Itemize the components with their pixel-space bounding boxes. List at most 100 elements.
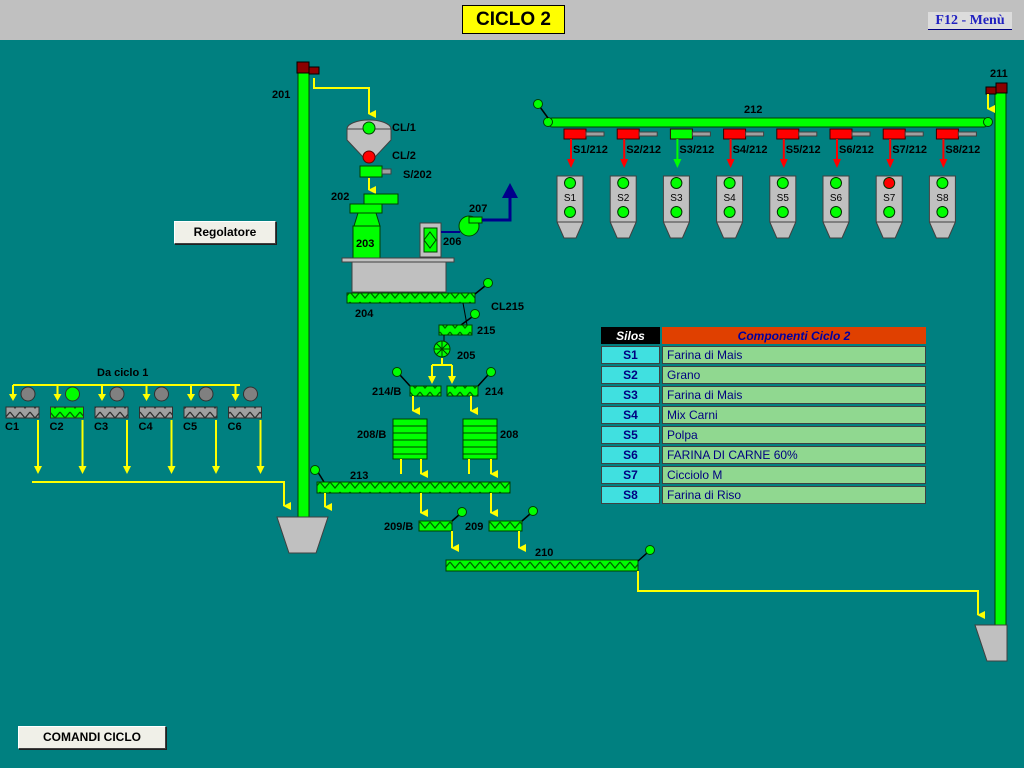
silo-unit-label: S2 bbox=[617, 193, 630, 204]
conveyor-204-motor[interactable] bbox=[483, 278, 493, 288]
regolatore-button[interactable]: Regolatore bbox=[174, 221, 276, 244]
silo-code-cell: S8 bbox=[601, 486, 660, 504]
rotary-valve-205[interactable] bbox=[433, 340, 451, 358]
conveyor-210[interactable] bbox=[445, 559, 639, 572]
conveyor-210-motor[interactable] bbox=[645, 545, 655, 555]
conveyor-212-motor[interactable] bbox=[533, 99, 543, 109]
valve-s202[interactable] bbox=[359, 165, 392, 178]
silo-component-cell: Farina di Mais bbox=[662, 386, 926, 404]
conveyor-214b-motor[interactable] bbox=[392, 367, 402, 377]
diverter-label: S3/212 bbox=[679, 144, 714, 156]
silo-unit-s2[interactable]: S2 bbox=[609, 175, 637, 239]
diverter-s1[interactable]: S1/212 bbox=[563, 128, 608, 168]
conveyor-214b-motor-arm bbox=[399, 374, 411, 387]
label-201: 201 bbox=[272, 89, 290, 101]
silo-unit-s1[interactable]: S1 bbox=[556, 175, 584, 239]
conveyor-204-motor-arm bbox=[474, 285, 486, 295]
silo-unit-s3[interactable]: S3 bbox=[662, 175, 690, 239]
silo-unit-label: S6 bbox=[830, 193, 843, 204]
label-205: 205 bbox=[457, 350, 475, 362]
ciclo1-bin-c5[interactable]: C5 bbox=[183, 385, 220, 474]
ciclo1-bin-c1[interactable]: C1 bbox=[5, 385, 42, 474]
diverter-s6[interactable]: S6/212 bbox=[829, 128, 874, 168]
flow-208b-213 bbox=[400, 459, 421, 474]
ciclo1-bin-c6[interactable]: C6 bbox=[228, 385, 265, 474]
silo-unit-s8[interactable]: S8 bbox=[928, 175, 956, 239]
label-211: 211 bbox=[990, 68, 1008, 80]
arrow-icon bbox=[428, 376, 436, 384]
label-203: 203 bbox=[356, 238, 374, 250]
bin-208[interactable] bbox=[462, 418, 498, 460]
sensor-cl215[interactable] bbox=[470, 309, 480, 319]
label-202: 202 bbox=[331, 191, 349, 203]
label-214b: 214/B bbox=[372, 386, 401, 398]
silo-code-cell: S3 bbox=[601, 386, 660, 404]
conveyor-214b[interactable] bbox=[409, 385, 442, 397]
conveyor-214[interactable] bbox=[446, 385, 479, 397]
diverter-s8[interactable]: S8/212 bbox=[935, 128, 980, 168]
diverter-s4[interactable]: S4/212 bbox=[723, 128, 768, 168]
conveyor-210-motor-arm bbox=[637, 552, 648, 562]
conveyor-214-motor[interactable] bbox=[486, 367, 496, 377]
page-title: CICLO 2 bbox=[462, 5, 565, 34]
silo-unit-s6[interactable]: S6 bbox=[822, 175, 850, 239]
components-header: Componenti Ciclo 2 bbox=[662, 327, 926, 344]
menu-link[interactable]: F12 - Menù bbox=[928, 12, 1012, 30]
diverter-s7[interactable]: S7/212 bbox=[882, 128, 927, 168]
label-cl1: CL/1 bbox=[392, 122, 416, 134]
unit-206[interactable] bbox=[419, 222, 442, 258]
flow-201-to-cl1 bbox=[313, 78, 376, 118]
elevator-211[interactable] bbox=[974, 82, 1008, 662]
conveyor-213-motor[interactable] bbox=[310, 465, 320, 475]
mixer-202[interactable] bbox=[349, 193, 399, 227]
label-210: 210 bbox=[535, 547, 553, 559]
comandi-ciclo-button[interactable]: COMANDI CICLO bbox=[18, 726, 166, 749]
conveyor-212-motor-arm bbox=[539, 106, 549, 119]
silo-component-cell: Farina di Mais bbox=[662, 346, 926, 364]
conveyor-209-motor[interactable] bbox=[528, 506, 538, 516]
cl215-arm bbox=[460, 316, 473, 326]
label-cl2: CL/2 bbox=[392, 150, 416, 162]
bin-208b[interactable] bbox=[392, 418, 428, 460]
silo-unit-label: S5 bbox=[777, 193, 790, 204]
silos-header: Silos bbox=[601, 327, 660, 344]
hopper-cl1[interactable] bbox=[346, 119, 392, 164]
silo-unit-s4[interactable]: S4 bbox=[716, 175, 744, 239]
conveyor-213[interactable] bbox=[316, 481, 511, 494]
flow-208-213 bbox=[468, 459, 491, 474]
label-215: 215 bbox=[477, 325, 495, 337]
diverter-s3[interactable]: S3/212 bbox=[669, 128, 714, 168]
diverter-s2[interactable]: S2/212 bbox=[616, 128, 661, 168]
conveyor-209b-motor[interactable] bbox=[457, 507, 467, 517]
conveyor-215[interactable] bbox=[438, 324, 473, 336]
conveyor-212-pulley bbox=[543, 117, 553, 127]
conveyor-209b[interactable] bbox=[418, 520, 453, 532]
ciclo1-bin-c2[interactable]: C2 bbox=[50, 385, 87, 474]
conveyor-209[interactable] bbox=[488, 520, 523, 532]
ciclo1-bin-c3[interactable]: C3 bbox=[94, 385, 131, 474]
title-bar: CICLO 2 F12 - Menù bbox=[0, 0, 1024, 41]
diverter-label: S2/212 bbox=[626, 144, 661, 156]
conveyor-212[interactable] bbox=[547, 117, 989, 128]
silo-component-cell: Grano bbox=[662, 366, 926, 384]
ciclo1-bin-label: C2 bbox=[50, 421, 64, 433]
elevator-201[interactable] bbox=[276, 61, 329, 554]
exhaust-arrow-icon bbox=[502, 183, 518, 198]
diverter-s5[interactable]: S5/212 bbox=[776, 128, 821, 168]
ciclo1-bin-c4[interactable]: C4 bbox=[139, 385, 176, 474]
conveyor-204[interactable] bbox=[346, 292, 476, 304]
silo-unit-s5[interactable]: S5 bbox=[769, 175, 797, 239]
silo-component-cell: Farina di Riso bbox=[662, 486, 926, 504]
fan-207[interactable] bbox=[458, 215, 483, 237]
silo-unit-s7[interactable]: S7 bbox=[875, 175, 903, 239]
flow-205-split bbox=[431, 358, 453, 379]
unit-203[interactable] bbox=[352, 225, 381, 259]
